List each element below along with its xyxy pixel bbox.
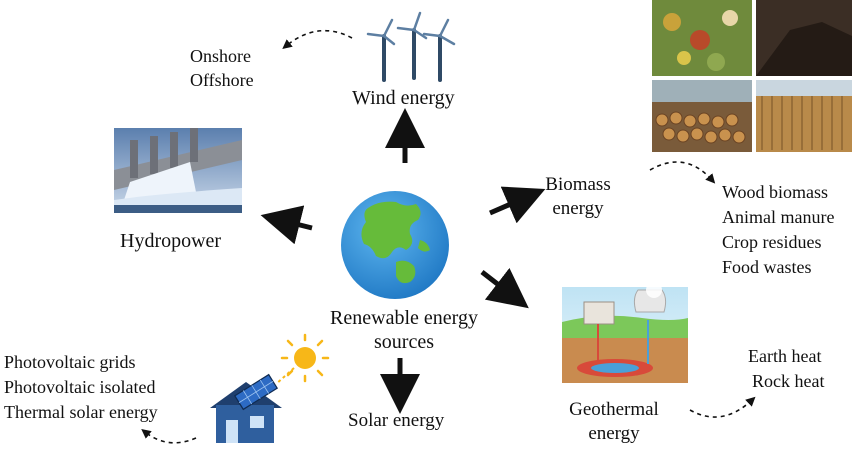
geothermal-label-line1: Geothermal xyxy=(569,399,659,420)
list-item: Photovoltaic grids xyxy=(4,352,136,372)
dashed-arrow-solar xyxy=(141,429,197,444)
hydropower-dam-image xyxy=(114,128,242,213)
dashed-arrow-biomass xyxy=(649,161,716,184)
dashed-arrows xyxy=(141,29,756,444)
main-arrows xyxy=(260,108,546,414)
arrow-to-hydro xyxy=(260,205,313,245)
geothermal-subtype-list: Earth heat Rock heat xyxy=(748,344,824,394)
hydropower-label: Hydropower xyxy=(120,230,222,252)
wind-turbine-icon xyxy=(366,11,456,82)
dashed-arrow-geothermal xyxy=(689,396,756,418)
list-item: Rock heat xyxy=(752,371,825,391)
biomass-label-line1: Biomass xyxy=(545,174,611,195)
geothermal-plant-image xyxy=(562,282,688,383)
arrow-to-biomass xyxy=(489,186,546,224)
biomass-photo-collage xyxy=(652,0,852,152)
list-item: Animal manure xyxy=(722,207,835,227)
list-item: Offshore xyxy=(190,70,254,90)
geothermal-energy-label: Geothermal energy xyxy=(552,398,676,446)
biomass-subtype-list: Wood biomass Animal manure Crop residues… xyxy=(722,180,834,280)
list-item: Photovoltaic isolated xyxy=(4,377,156,397)
center-label-line2: sources xyxy=(374,331,434,353)
dashed-arrow-wind xyxy=(282,29,353,50)
list-item: Onshore xyxy=(190,46,251,66)
renewable-energy-sources-label: Renewable energy sources xyxy=(306,306,502,354)
list-item: Food wastes xyxy=(722,257,812,277)
globe-icon xyxy=(341,191,449,299)
solar-subtype-list: Photovoltaic grids Photovoltaic isolated… xyxy=(4,350,158,425)
list-item: Crop residues xyxy=(722,232,822,252)
house-solar-panel-icon xyxy=(210,373,282,443)
wind-subtype-list: Onshore Offshore xyxy=(190,44,254,92)
list-item: Thermal solar energy xyxy=(4,402,158,422)
center-label-line1: Renewable energy xyxy=(330,307,478,329)
list-item: Wood biomass xyxy=(722,182,829,202)
arrow-to-geothermal xyxy=(480,267,529,309)
wind-energy-label: Wind energy xyxy=(352,87,455,109)
biomass-energy-label: Biomass energy xyxy=(532,173,624,221)
geothermal-label-line2: energy xyxy=(588,423,640,444)
list-item: Earth heat xyxy=(748,346,822,366)
sun-icon xyxy=(275,333,330,385)
solar-energy-label: Solar energy xyxy=(348,410,445,431)
biomass-label-line2: energy xyxy=(552,198,604,219)
